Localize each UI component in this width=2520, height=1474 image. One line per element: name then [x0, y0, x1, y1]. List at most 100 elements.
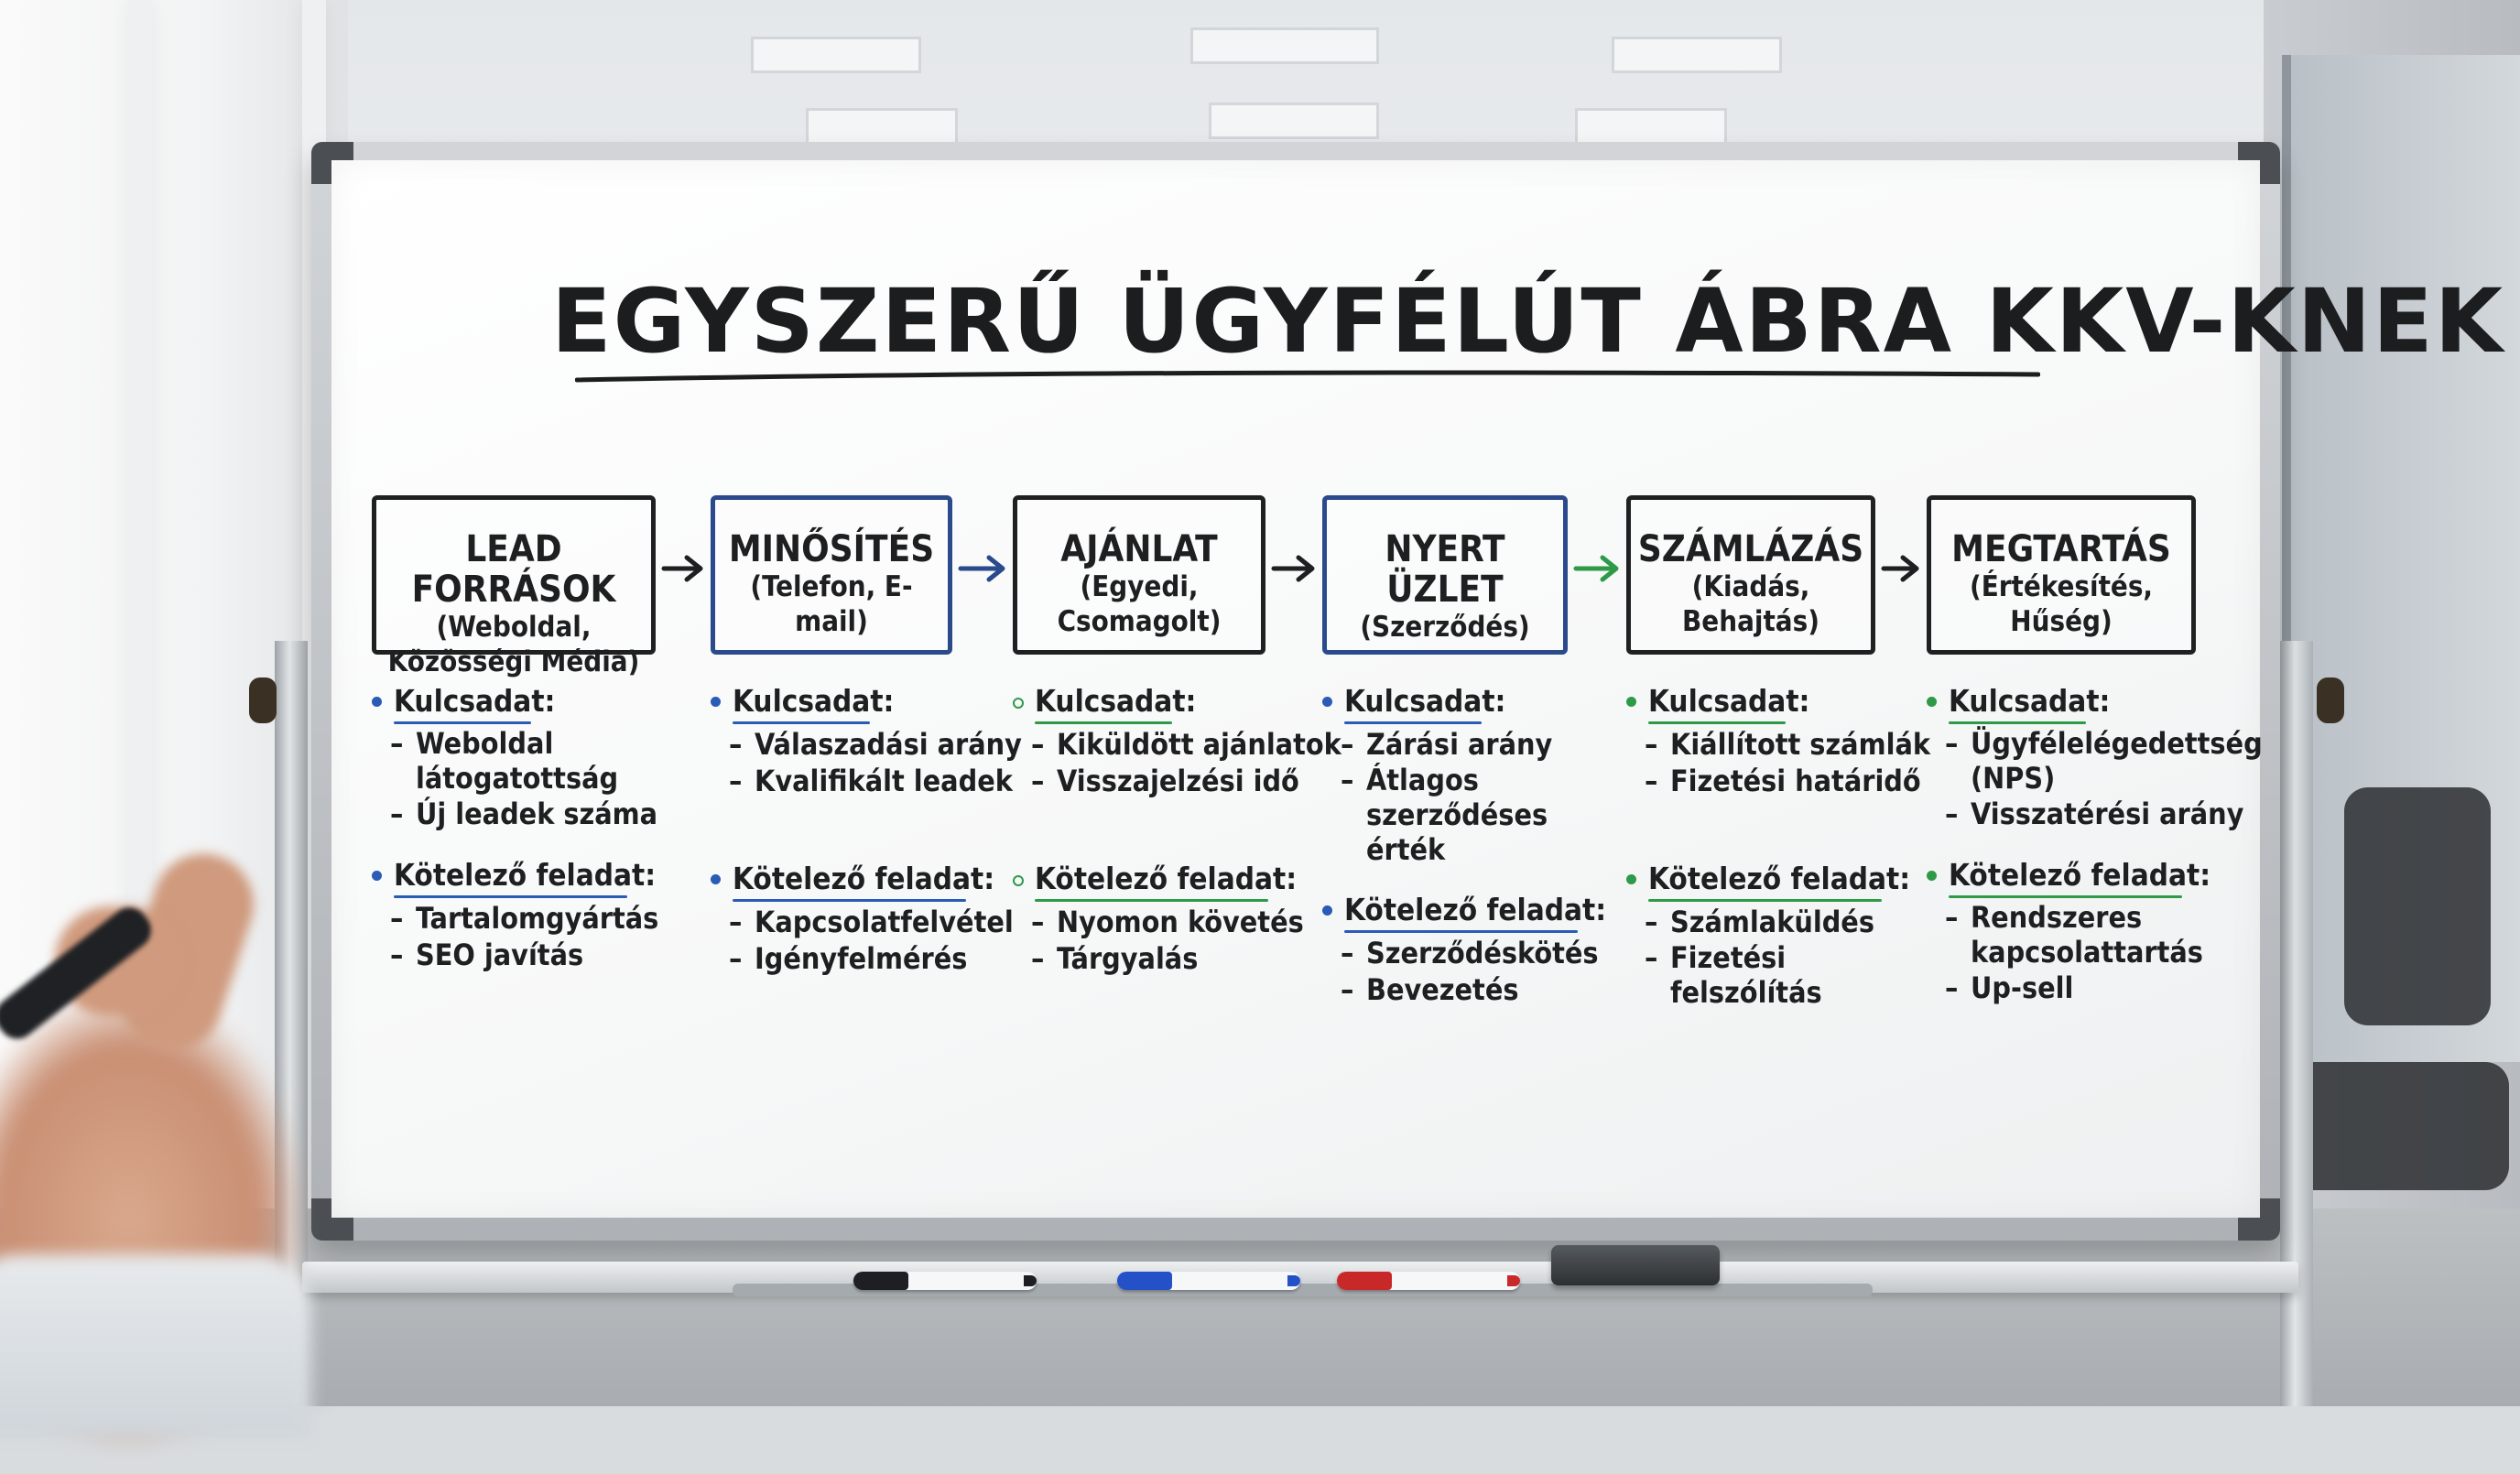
task-heading-label: Kötelező feladat:	[1035, 861, 1298, 896]
bullet-icon	[1626, 697, 1636, 707]
task-item: Tartalomgyártás	[372, 900, 674, 937]
ceiling-light	[806, 108, 958, 145]
black-marker[interactable]	[853, 1272, 1037, 1290]
bullet-icon	[372, 697, 382, 707]
task-heading-label: Kötelező feladat:	[733, 861, 995, 896]
heading-underline	[1949, 721, 2086, 724]
key-data-heading-label: Kulcsadat:	[733, 683, 895, 719]
key-data-heading: Kulcsadat:	[711, 682, 1013, 724]
bullet-icon	[372, 871, 382, 881]
task-item: Nyomon követés	[1013, 904, 1315, 940]
stage-box: MEGTARTÁS(Értékesítés, Hűség)	[1927, 495, 2196, 655]
key-data-item-list: Zárási arányÁtlagos szerződéses érték	[1322, 726, 1624, 867]
key-data-item-list: Kiállított számlákFizetési határidő	[1626, 726, 1930, 799]
key-data-heading: Kulcsadat:	[1927, 682, 2229, 724]
stage-details: Kulcsadat:Kiállított számlákFizetési hat…	[1626, 682, 1930, 1010]
stage-subtitle: (Kiadás, Behajtás)	[1682, 570, 1819, 638]
heading-underline	[1344, 930, 1578, 933]
key-data-item: Zárási arány	[1322, 726, 1624, 763]
task-item: Tárgyalás	[1013, 940, 1315, 977]
key-data-heading-label: Kulcsadat:	[1949, 683, 2111, 719]
task-item-list: SzámlaküldésFizetési felszólítás	[1626, 904, 1928, 1010]
bullet-icon	[1322, 697, 1332, 707]
task-item-list: SzerződéskötésBevezetés	[1322, 935, 1624, 1008]
heading-underline	[1648, 721, 1786, 724]
heading-underline	[1344, 721, 1482, 724]
ceiling-light	[1190, 27, 1379, 64]
task-heading: Kötelező feladat:	[1013, 860, 1315, 902]
stage-box: MINŐSÍTÉS(Telefon, E-mail)	[711, 495, 952, 655]
key-data-item: Weboldal látogatottság	[372, 726, 681, 796]
heading-underline	[394, 721, 531, 724]
heading-underline	[394, 895, 627, 898]
task-heading: Kötelező feladat:	[1927, 856, 2229, 898]
stand-knob-right	[2317, 677, 2344, 723]
bullet-icon	[1322, 905, 1332, 916]
blue-marker[interactable]	[1117, 1272, 1300, 1290]
flow-arrow-icon	[1573, 555, 1619, 582]
bullet-icon	[711, 697, 721, 707]
task-item: Bevezetés	[1322, 971, 1624, 1008]
bullet-icon	[1626, 874, 1636, 884]
red-marker[interactable]	[1337, 1272, 1520, 1290]
stage-name: MEGTARTÁS	[1951, 528, 2171, 570]
flow-arrow-icon	[1271, 555, 1315, 582]
task-heading-label: Kötelező feladat:	[1648, 861, 1911, 896]
key-data-item: Fizetési határidő	[1626, 763, 1928, 799]
task-item: Kapcsolatfelvétel	[711, 904, 1014, 940]
whiteboard: EGYSZERŰ ÜGYFÉLÚT ÁBRA KKV-KNEK LEAD FOR…	[331, 160, 2505, 1218]
stage-details: Kulcsadat: Kiküldött ajánlatokVisszajelzé…	[1013, 682, 1341, 977]
heading-underline	[733, 899, 966, 902]
key-data-item: Kiküldött ajánlatok	[1013, 726, 1341, 763]
bullet-icon	[1013, 875, 1024, 886]
key-data-item: Kvalifikált leadek	[711, 763, 1013, 799]
ceiling-light	[1612, 37, 1782, 73]
task-item: Számlaküldés	[1626, 904, 1928, 940]
stage-subtitle: (Értékesítés, Hűség)	[1969, 570, 2154, 638]
key-data-heading-label: Kulcsadat:	[1035, 683, 1197, 719]
heading-underline	[733, 721, 870, 724]
key-data-item: Visszatérési arány	[1927, 796, 2243, 832]
ceiling-light	[751, 37, 921, 73]
key-data-heading-label: Kulcsadat:	[1344, 683, 1506, 719]
flow-arrow-icon	[958, 555, 1005, 582]
task-heading: Kötelező feladat:	[1626, 860, 1928, 902]
key-data-item: Válaszadási arány	[711, 726, 1022, 763]
stage-box: NYERT ÜZLET(Szerződés)	[1322, 495, 1568, 655]
stage-details: Kulcsadat: Zárási arányÁtlagos szerződése…	[1322, 682, 1624, 1008]
stage-name: MINŐSÍTÉS	[728, 528, 935, 570]
title-underline	[575, 370, 2040, 383]
heading-underline	[1949, 895, 2182, 898]
bullet-icon	[1927, 871, 1937, 881]
task-item-list: Rendszeres kapcsolattartásUp-sell	[1927, 900, 2229, 1006]
heading-underline	[1035, 721, 1172, 724]
ceiling-light	[1209, 103, 1379, 139]
task-item-list: TartalomgyártásSEO javítás	[372, 900, 674, 973]
ceiling-light	[1575, 108, 1727, 145]
task-item-list: Nyomon követésTárgyalás	[1013, 904, 1315, 977]
task-heading: Kötelező feladat:	[1322, 891, 1624, 933]
key-data-item: Új leadek száma	[372, 796, 674, 832]
key-data-heading: Kulcsadat:	[1322, 682, 1624, 724]
key-data-heading: Kulcsadat:	[372, 682, 674, 724]
task-item: Rendszeres kapcsolattartás	[1927, 900, 2236, 970]
key-data-item-list: Kiküldött ajánlatokVisszajelzési idő	[1013, 726, 1341, 799]
key-data-heading-label: Kulcsadat:	[394, 683, 556, 719]
diagram-title: EGYSZERŰ ÜGYFÉLÚT ÁBRA KKV-KNEK	[551, 270, 2505, 373]
key-data-item: Ügyfélelégedettség (NPS)	[1927, 726, 2263, 796]
heading-underline	[1035, 899, 1268, 902]
shirt-sleeve	[0, 1254, 311, 1437]
whiteboard-eraser[interactable]	[1551, 1245, 1720, 1285]
stage-details: Kulcsadat: Ügyfélelégedettség (NPS)Vissza…	[1927, 682, 2263, 1006]
stage-box: LEAD FORRÁSOK(Weboldal, Közösségi Média)	[372, 495, 656, 678]
task-heading-label: Kötelező feladat:	[1344, 892, 1607, 927]
key-data-item: Kiállított számlák	[1626, 726, 1930, 763]
stage-details: Kulcsadat: Válaszadási arányKvalifikált l…	[711, 682, 1022, 977]
stand-knob-left	[249, 677, 277, 723]
stage-subtitle: (Szerződés)	[1360, 611, 1530, 644]
task-heading: Kötelező feladat:	[372, 856, 674, 898]
stage-details: Kulcsadat:Weboldal látogatottságÚj leade…	[372, 682, 674, 973]
bullet-icon	[1927, 697, 1937, 707]
task-item-list: KapcsolatfelvételIgényfelmérés	[711, 904, 1014, 977]
office-scene: EGYSZERŰ ÜGYFÉLÚT ÁBRA KKV-KNEK LEAD FOR…	[0, 0, 2520, 1406]
